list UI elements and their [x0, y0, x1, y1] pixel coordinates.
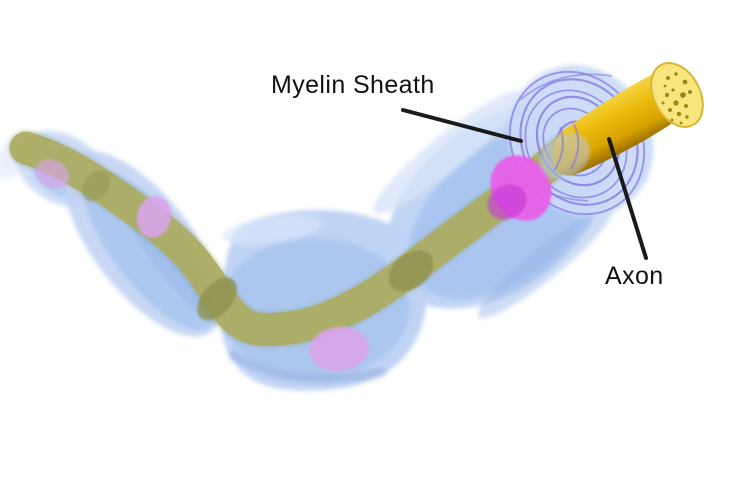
nucleus-4-shade — [487, 184, 527, 220]
axon-label: Axon — [605, 262, 664, 290]
axon-pointer-line — [607, 137, 648, 260]
front-wrap-arcs — [553, 123, 580, 172]
nucleus-1 — [34, 159, 70, 189]
cell-nuclei — [34, 155, 552, 372]
myelin-sheath-label: Myelin Sheath — [271, 71, 435, 99]
myelin-sheath-pointer-line — [401, 108, 523, 143]
axon-cut-speckles — [661, 72, 692, 125]
node-bulges — [81, 170, 434, 321]
nucleus-2 — [136, 196, 172, 238]
nucleus-3 — [309, 326, 369, 372]
axon-cut-face — [650, 62, 704, 128]
